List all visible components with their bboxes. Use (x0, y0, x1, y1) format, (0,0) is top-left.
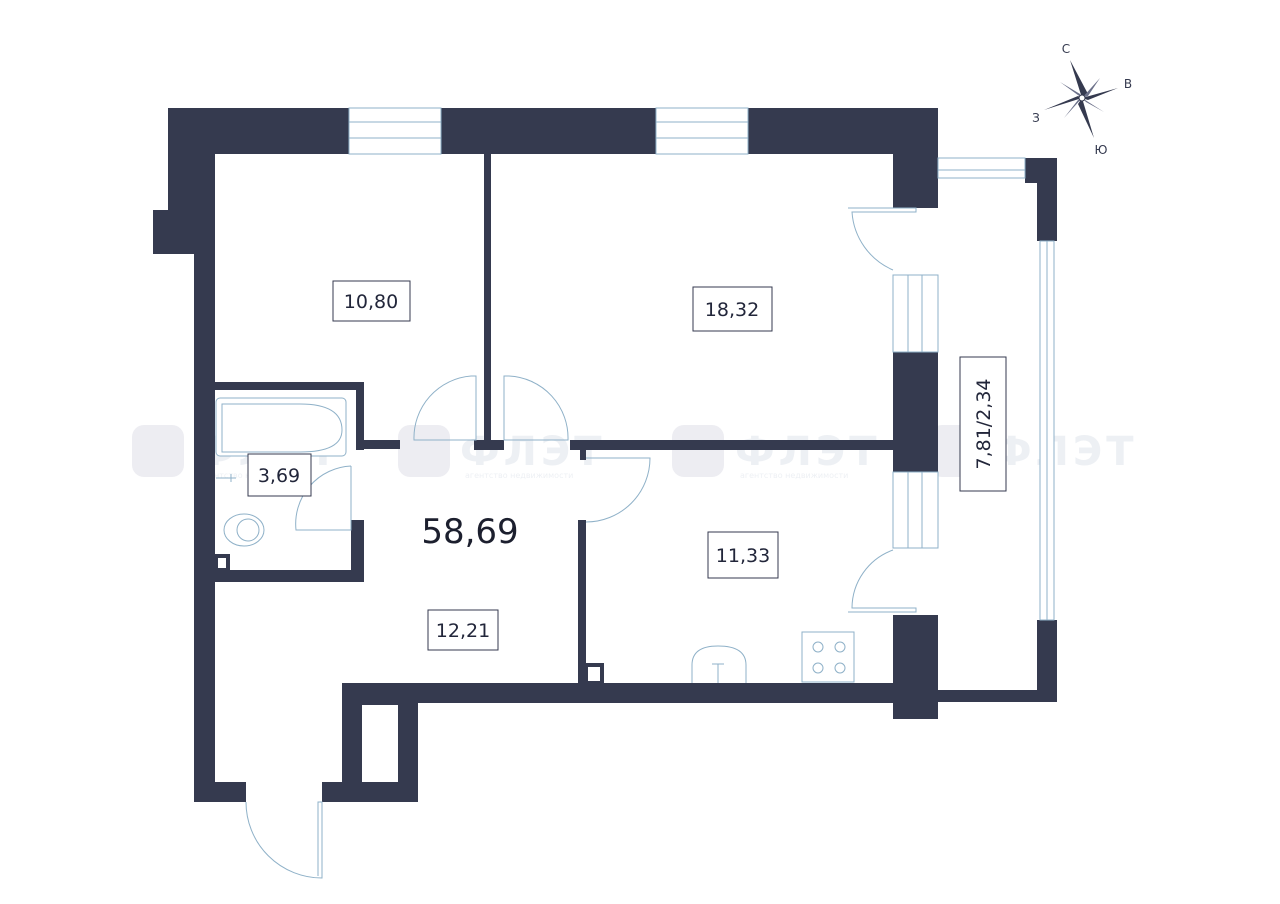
partition-bedroom-living (484, 150, 491, 446)
door-balcony-living (848, 207, 917, 271)
stove-icon (801, 631, 855, 683)
svg-text:ФЛЭТ: ФЛЭТ (992, 429, 1138, 475)
watermark-2: ФЛЭТ агентство недвижимости (398, 425, 606, 480)
door-entrance (245, 801, 323, 879)
partition-kitchen-stub (580, 440, 586, 460)
partition-bath-stub (356, 440, 400, 449)
wall-bottom-corridor (342, 683, 938, 703)
svg-text:10,80: 10,80 (344, 291, 398, 313)
room-label-bathroom: 3,69 (247, 453, 312, 497)
door-living (503, 375, 569, 441)
svg-text:18,32: 18,32 (705, 299, 759, 321)
partitions (214, 150, 900, 705)
window-living-right (892, 274, 939, 353)
svg-text:12,21: 12,21 (436, 620, 490, 642)
compass-west: З (1032, 111, 1040, 125)
partition-bath-bottom (214, 570, 364, 582)
wall-top-mid (441, 108, 656, 154)
room-label-bedroom: 10,80 (332, 280, 411, 322)
compass-icon: С В Ю З (1032, 42, 1132, 157)
wall-closet-left (342, 683, 362, 782)
svg-text:7,81/2,34: 7,81/2,34 (973, 378, 995, 469)
fixtures (215, 397, 855, 683)
room-label-kitchen: 11,33 (707, 531, 779, 579)
svg-text:ФЛЭТ: ФЛЭТ (735, 429, 881, 475)
partition-kitchen-top (570, 440, 900, 450)
partition-kitchen-left (578, 520, 586, 688)
windows (348, 107, 1055, 621)
room-label-living: 18,32 (692, 286, 773, 332)
compass-south: Ю (1095, 143, 1108, 157)
watermark-group: ФЛЭТ агентство недвижимости ФЛЭТ агентст… (132, 425, 1138, 480)
balcony-wall-right-upper (1037, 158, 1057, 241)
partition-bath-top (214, 382, 364, 390)
wall-right-bottom-column (893, 615, 938, 719)
partition-hall-center (474, 440, 504, 450)
wall-right-mid-column (893, 352, 938, 472)
door-balcony-kitchen (848, 549, 917, 613)
room-label-hallway: 12,21 (427, 609, 499, 651)
balcony-wall-bottom (938, 690, 1057, 702)
wall-bottom-left (194, 782, 246, 802)
balcony-wall-right-lower (1037, 620, 1057, 702)
door-bedroom (413, 375, 477, 441)
watermark-3: ФЛЭТ агентство недвижимости (672, 425, 881, 480)
wall-left-notch (153, 210, 193, 254)
wall-left (194, 150, 215, 802)
compass-east: В (1124, 77, 1132, 91)
svg-text:11,33: 11,33 (716, 545, 770, 567)
svg-text:агентство недвижимости: агентство недвижимости (740, 471, 848, 480)
wall-right-top-column (893, 108, 938, 208)
window-living (655, 107, 749, 155)
wall-closet-right (398, 683, 418, 802)
closet-inner (362, 703, 398, 705)
balcony-glazing-top (937, 157, 1026, 179)
wall-bottom-right-of-door (322, 782, 418, 802)
window-kitchen-right (892, 471, 939, 549)
vent-shaft-bath (214, 554, 230, 572)
door-kitchen (585, 457, 651, 523)
bathtub-inner (221, 403, 343, 453)
partition-bath-right-low (351, 520, 364, 582)
window-bedroom (348, 107, 442, 155)
total-area: 58,69 (421, 512, 518, 552)
vent-shaft-kitchen (584, 663, 604, 685)
walls (153, 108, 1057, 802)
compass-north: С (1062, 42, 1070, 56)
svg-text:3,69: 3,69 (258, 465, 300, 487)
room-label-balcony: 7,81/2,34 (959, 356, 1007, 492)
partition-bath-right (356, 382, 364, 450)
svg-text:ФЛЭТ: ФЛЭТ (460, 429, 606, 475)
svg-text:агентство недвижимости: агентство недвижимости (465, 471, 573, 480)
